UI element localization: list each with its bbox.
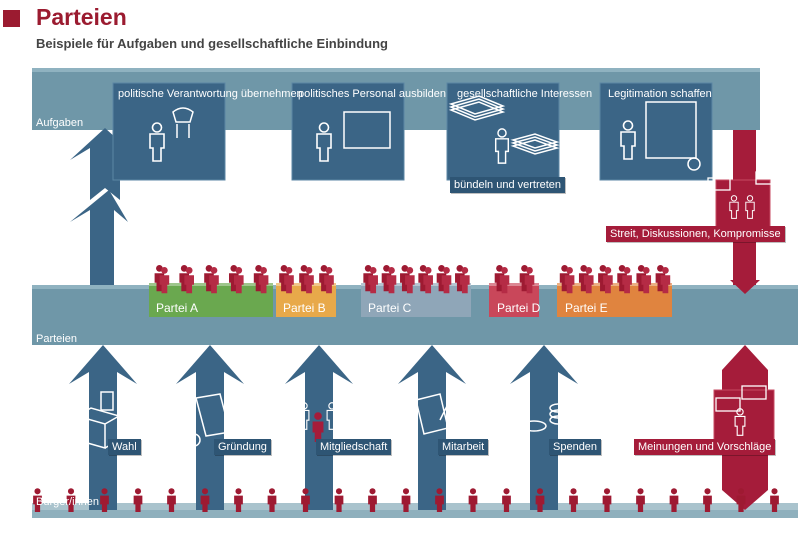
party-label-c: Partei C [368,301,412,315]
coins-arrow [510,345,578,510]
party-label-e: Partei E [565,301,608,315]
task-sublabel-interessen: bündeln und vertreten [450,177,566,193]
feedback-lower-tile [713,385,775,443]
blackboard-teacher-icon [316,111,391,162]
founding-document-icon [187,393,231,447]
input-label-spenden: Spenden [549,439,602,455]
paper-stacks-icon [448,95,560,164]
input-label-gruendung: Gründung [214,439,271,455]
task-label-interessen: gesellschaftliche Interessen [457,88,593,100]
party-d-box [489,265,539,317]
founding-document-arrow [176,345,244,510]
input-label-mitarbeit: Mitarbeit [438,439,489,455]
ballot-box-icon [75,391,121,449]
blackboard-teacher-tile [291,82,405,181]
party-label-b: Partei B [283,301,326,315]
party-e-box [557,265,672,317]
certificate-tile [599,82,713,181]
paper-stacks-tile [446,82,560,181]
task-label-legitimation: Legitimation schaffen [608,88,712,100]
ballot-box-arrow [69,345,137,510]
certificate-icon [620,101,701,171]
party-label-a: Partei A [156,301,199,315]
members-group-arrow [285,345,353,510]
eagle-podium-tile [112,82,226,181]
page-subtitle: Beispiele für Aufgaben und gesellschaftl… [36,36,389,51]
pen-paper-arrow [398,345,466,510]
level-label-parteien: Parteien [36,333,77,345]
party-c-box [361,265,471,317]
level-label-buerger: Bürger/innen [36,496,99,508]
party-a-box [149,265,273,317]
pen-paper-icon [415,393,451,435]
page-title: Parteien [36,4,127,30]
title-marker [3,10,20,27]
task-label-personal: politisches Personal ausbilden [298,88,446,100]
level-label-aufgaben: Aufgaben [36,117,84,129]
feedback-label-streit: Streit, Diskussionen, Kompromisse [606,226,785,242]
party-label-d: Partei D [497,301,541,315]
eagle-podium-icon [149,107,194,162]
feedback-label-meinungen: Meinungen und Vorschläge [634,439,776,455]
task-label-verantwortung: politische Verantwortung übernehmen [118,88,303,100]
input-label-mitgliedschaft: Mitgliedschaft [316,439,392,455]
party-b-box [276,265,336,317]
input-label-wahl: Wahl [108,439,141,455]
coins-icon [521,403,567,432]
feedback-upper-tile [707,171,779,233]
